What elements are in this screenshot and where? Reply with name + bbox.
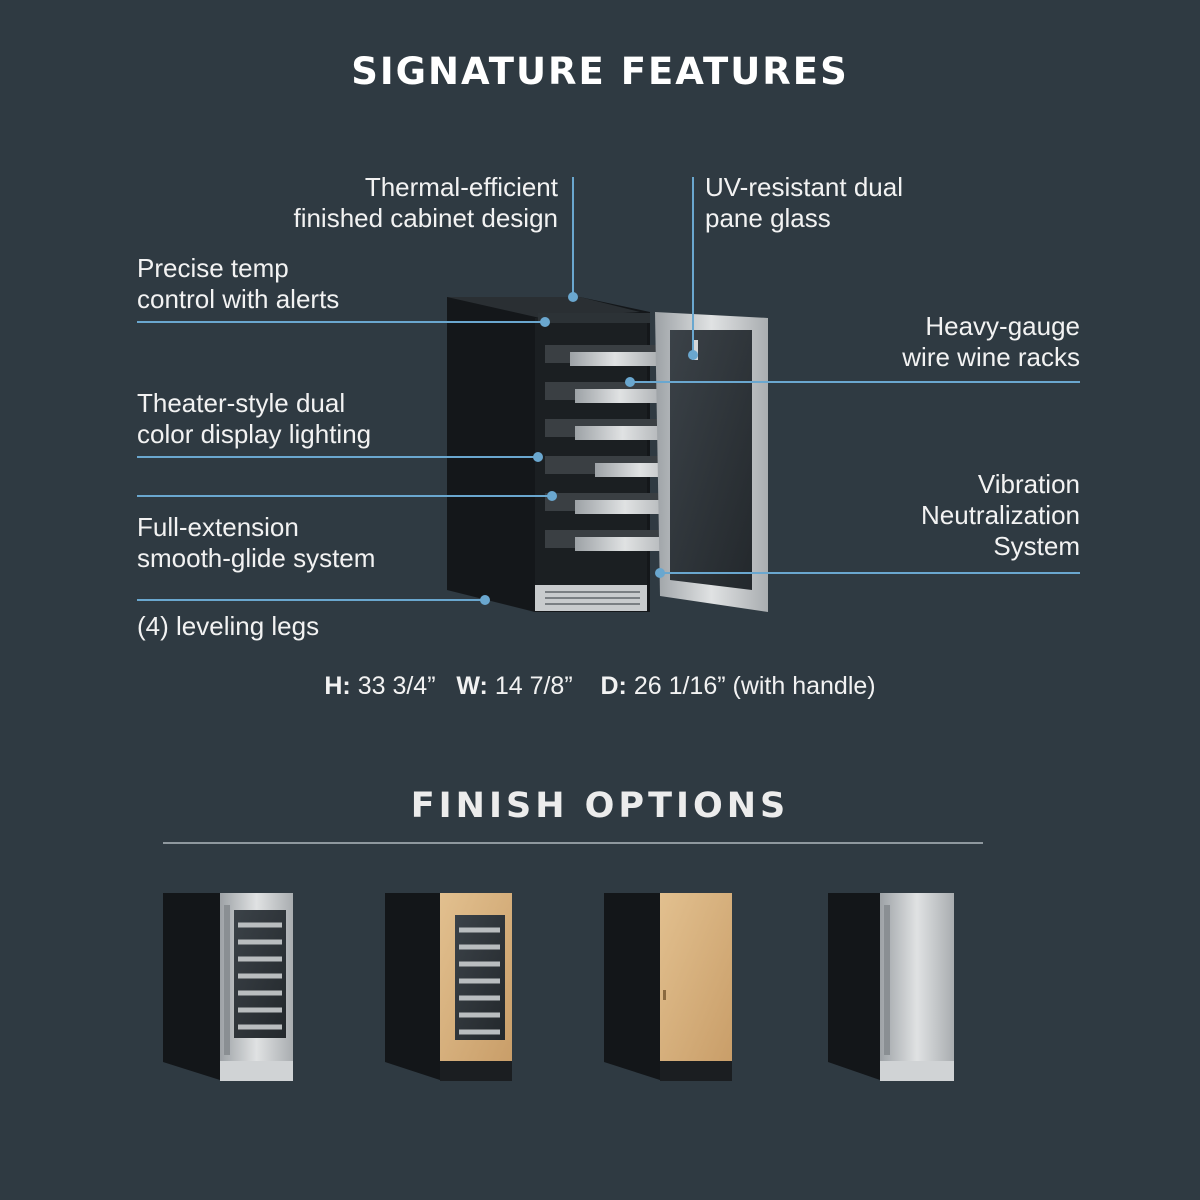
- control-panel: [538, 313, 650, 323]
- signature-features-title: SIGNATURE FEATURES: [351, 50, 849, 93]
- finish-option-wood-glass[interactable]: [385, 893, 512, 1081]
- feature-label-legs: (4) leveling legs: [137, 611, 320, 641]
- finish-divider: [163, 842, 983, 844]
- finish-options-title: FINISH OPTIONS: [410, 786, 790, 826]
- wine-fridge-illustration: [447, 297, 768, 612]
- callout-dots: [480, 292, 698, 605]
- glass-door-pane: [670, 330, 752, 590]
- feature-label-glide: Full-extension smooth-glide system: [137, 512, 376, 573]
- wine-racks: [545, 345, 685, 551]
- depth-label: D:: [600, 672, 627, 700]
- dimensions-line: H: 33 3/4” W: 14 7/8” D: 26 1/16” (with …: [0, 672, 1200, 701]
- feature-label-vibration: Vibration Neutralization System: [921, 469, 1080, 561]
- width-value: 14 7/8”: [494, 672, 573, 700]
- callout-lines: [137, 177, 1080, 601]
- feature-label-temp: Precise temp control with alerts: [137, 253, 340, 314]
- finish-option-solid-stainless[interactable]: [828, 893, 954, 1081]
- width-label: W:: [456, 672, 488, 700]
- feature-label-lighting: Theater-style dual color display lightin…: [137, 388, 372, 449]
- feature-label-racks: Heavy-gauge wire wine racks: [902, 311, 1080, 372]
- depth-value: 26 1/16” (with handle): [633, 672, 876, 700]
- cabinet-top: [447, 297, 640, 318]
- height-label: H:: [324, 672, 351, 700]
- finish-option-solid-wood[interactable]: [604, 893, 732, 1081]
- height-value: 33 3/4”: [357, 672, 436, 700]
- feature-label-thermal: Thermal-efficient finished cabinet desig…: [293, 172, 558, 233]
- finish-option-stainless-glass[interactable]: [163, 893, 293, 1081]
- feature-label-uv-glass: UV-resistant dual pane glass: [705, 172, 903, 233]
